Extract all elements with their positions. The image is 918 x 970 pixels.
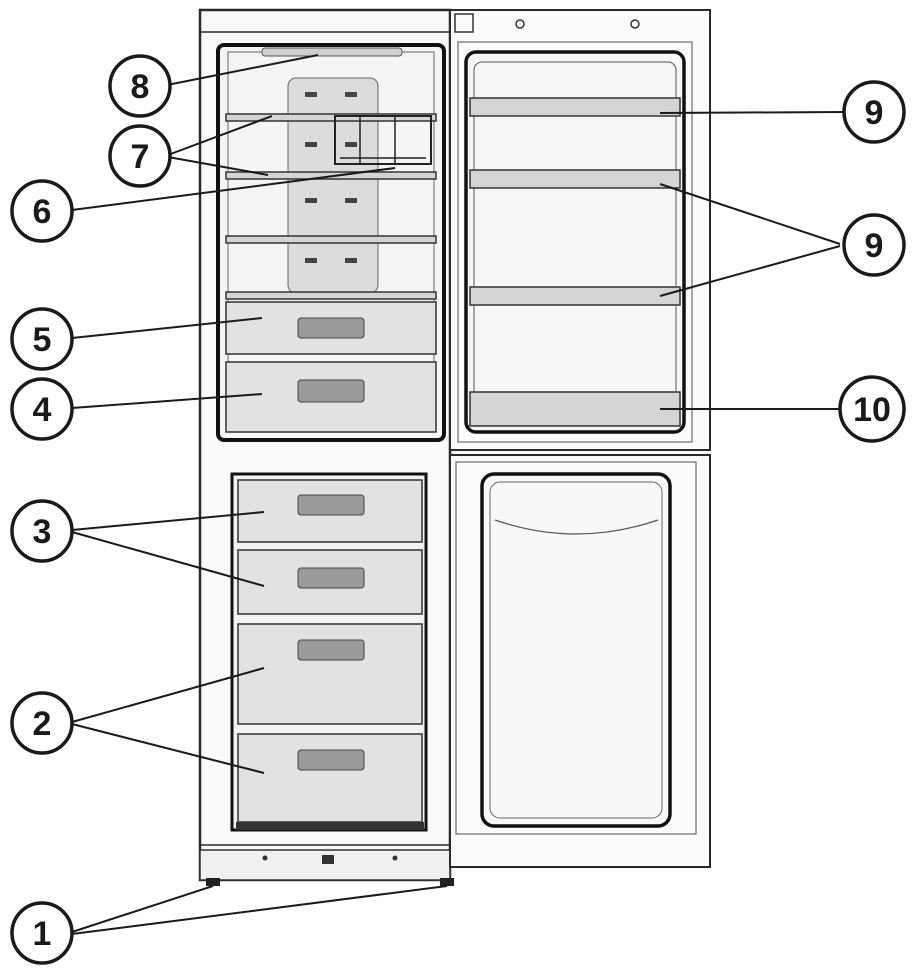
callout-number: 7 [131,138,150,176]
leader-line [71,511,265,531]
freezer-door-gasket [455,461,697,835]
leader-line [71,317,263,339]
fridge-door-liner [464,50,686,434]
callout-circle [10,377,74,441]
callout-3: 3 [10,499,74,563]
leader-line [71,531,265,587]
callout-circle [10,307,74,371]
callout-4: 4 [10,377,74,441]
callout-circle [10,901,74,965]
callout-9-middle: 9 [842,213,906,277]
callout-number: 3 [33,513,52,551]
callout-circle [10,691,74,755]
vent [345,258,357,263]
door-shelf [469,97,681,117]
leader-line [167,115,273,156]
fridge-door-gasket [457,41,693,443]
freezer-compartment [230,472,428,832]
callout-number: 1 [33,915,52,953]
leader-line [71,723,265,774]
callout-9-top: 9 [842,80,906,144]
callout-number: 5 [33,321,52,359]
fridge-door [449,9,711,451]
vent [345,142,357,147]
callout-number: 10 [853,391,891,429]
door-shelf-bottom [469,391,681,427]
callout-1: 1 [10,901,74,965]
callout-8: 8 [108,54,172,118]
callout-circle [108,54,172,118]
plinth-clip [322,855,334,864]
callout-7: 7 [108,124,172,188]
callout-circle [842,80,906,144]
leader-line [71,885,448,935]
freezer-drawer [237,733,423,823]
callout-2: 2 [10,691,74,755]
callout-circle [10,499,74,563]
drawer-handle [297,639,365,661]
callout-number: 4 [33,391,52,429]
freezer-door-inner [489,481,663,819]
foot-left [206,878,220,886]
drawer-handle [297,494,365,516]
fridge-shelf [225,113,437,122]
leader-line [71,667,265,723]
bottle-rack [334,115,432,165]
door-shelf [469,169,681,189]
callout-number: 8 [131,68,150,106]
fridge-compartment [216,43,446,442]
leader-lines [71,54,844,935]
drawer-handle [297,567,365,589]
light-fixture [261,47,403,57]
leader-line [166,54,319,86]
callout-number: 9 [865,227,884,265]
leader-line [71,885,214,933]
freezer-door-flap [494,519,659,535]
fridge-shelf [225,235,437,244]
callout-circle [838,375,906,443]
door-hinge [454,13,474,33]
plinth [199,849,454,886]
freezer-base-grille [236,822,424,830]
drawer-handle [297,749,365,771]
plinth-panel [199,849,451,881]
vent [305,258,317,263]
callout-5: 5 [10,307,74,371]
drawer-handle [297,379,365,403]
callout-circle [10,179,74,243]
door-shelf [469,286,681,306]
callout-number: 9 [865,94,884,132]
freezer-door-liner [480,472,672,828]
callout-circle [108,124,172,188]
leader-line [659,183,841,245]
vent [345,92,357,97]
drawer-handle [297,317,365,339]
vent [305,92,317,97]
leader-line [71,393,263,409]
vent [305,198,317,203]
callout-number: 6 [33,193,52,231]
callout-circle [842,213,906,277]
freezer-door [449,454,711,868]
leader-line [71,167,396,211]
callout-10: 10 [838,375,906,443]
callout-number: 2 [33,705,52,743]
vent [305,142,317,147]
leader-line [167,156,269,176]
leader-line [659,111,844,114]
vent [345,198,357,203]
leader-line [659,245,841,297]
back-panel [287,77,379,294]
fridge-shelf [225,291,437,300]
foot-right [440,878,454,886]
callout-6: 6 [10,179,74,243]
freezer-drawer [237,623,423,725]
